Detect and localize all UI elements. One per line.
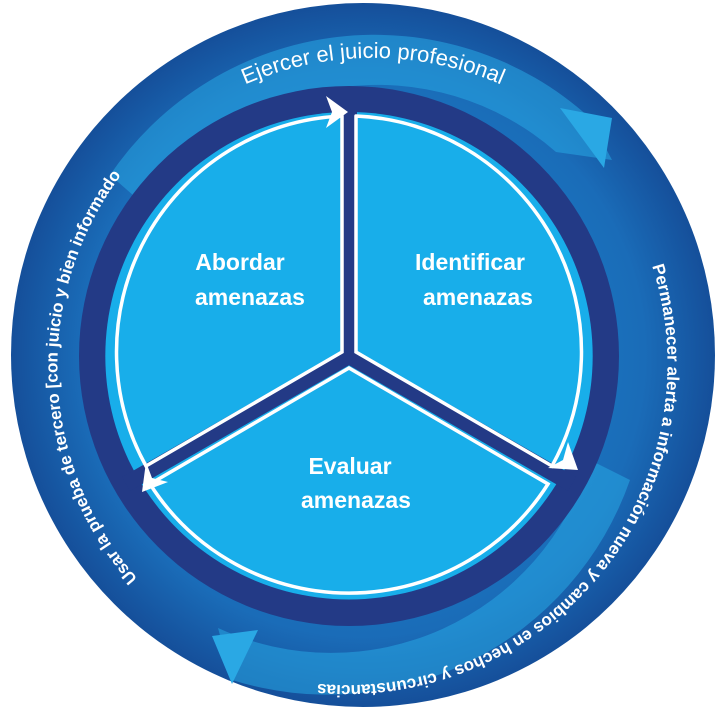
divider-left	[122, 349, 353, 491]
label-address-line2: amenazas	[195, 284, 305, 310]
label-identify-line2: amenazas	[423, 284, 533, 310]
ring-arrow-top-head	[560, 108, 612, 168]
outline-evaluate	[148, 365, 551, 595]
label-evaluate-line2: amenazas	[301, 487, 411, 513]
segment-evaluate	[138, 356, 560, 600]
label-evaluate-line1: Evaluar	[308, 453, 391, 479]
divider-right	[345, 349, 576, 491]
ring-arrow-top-band	[110, 34, 612, 211]
ring-arrow-bottom-head	[212, 630, 258, 684]
outline-address	[114, 114, 344, 469]
label-address-line1: Abordar	[195, 249, 285, 275]
arrow-head-right-icon	[548, 442, 578, 470]
outline-identify	[354, 114, 584, 469]
arrow-head-top-icon	[326, 96, 348, 128]
arrow-head-left-icon	[142, 462, 168, 492]
label-identify-line1: Identificar	[415, 249, 525, 275]
ring-arrow-bottom-band	[218, 460, 630, 695]
